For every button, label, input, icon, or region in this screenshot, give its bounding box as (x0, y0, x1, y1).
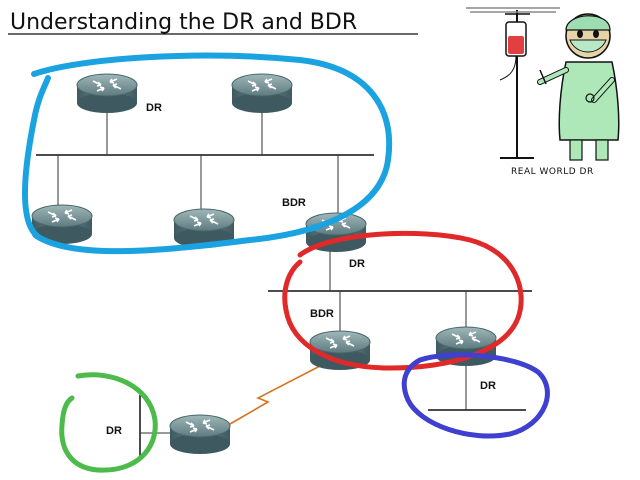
serial-link (229, 365, 321, 425)
router-top-right (231, 73, 293, 114)
page-title: Understanding the DR and BDR (10, 10, 357, 35)
cartoon-caption: REAL WORLD DR (511, 167, 594, 177)
title: Understanding the DR and BDR (8, 10, 418, 35)
router-top-left (76, 73, 138, 114)
iv-bag-icon (499, 21, 527, 81)
doctor-cartoon-icon: REAL WORLD DR (466, 7, 620, 177)
circle-segment-bottom (59, 372, 158, 473)
label-dr-middle: DR (349, 258, 365, 270)
lan-segment-middle (268, 245, 532, 334)
label-dr-bottom: DR (106, 425, 122, 437)
circle-segment-right (401, 352, 550, 439)
lan-segment-right (428, 360, 526, 411)
label-bdr-top: BDR (282, 197, 306, 209)
label-dr-right: DR (480, 380, 496, 392)
lan-segment-top (36, 105, 374, 218)
circle-segment-top (22, 52, 393, 255)
circle-segment-middle (282, 230, 524, 371)
label-bdr-middle: BDR (310, 308, 334, 320)
router-bottom (169, 414, 231, 455)
label-dr-top: DR (146, 102, 162, 114)
